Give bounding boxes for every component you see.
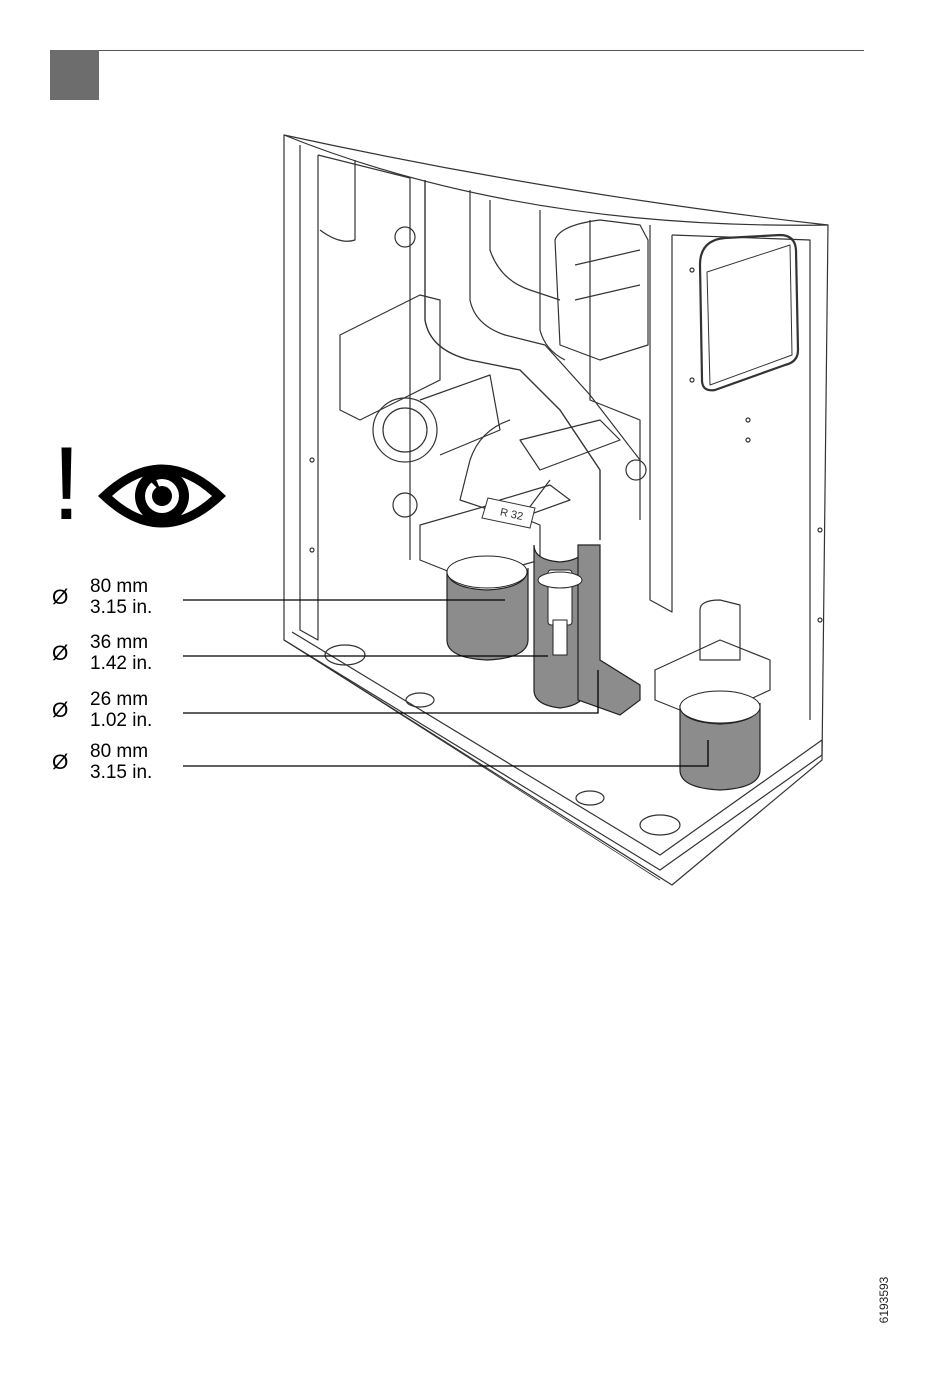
diameter-symbol: Ø [52, 586, 68, 610]
dimension-row: Ø 26 mm 1.02 in. [52, 689, 192, 733]
dimension-imperial: 3.15 in. [90, 597, 152, 618]
dimension-row: Ø 80 mm 3.15 in. [52, 576, 192, 620]
document-id: 6193593 [877, 1270, 897, 1330]
dimension-imperial: 1.02 in. [90, 710, 152, 731]
diameter-symbol: Ø [52, 751, 68, 775]
dimension-row: Ø 80 mm 3.15 in. [52, 741, 192, 785]
dimension-metric: 80 mm [90, 576, 152, 597]
dimension-metric: 36 mm [90, 632, 152, 653]
dimension-metric: 26 mm [90, 689, 152, 710]
dimension-imperial: 1.42 in. [90, 653, 152, 674]
dimension-row: Ø 36 mm 1.42 in. [52, 632, 192, 676]
diameter-symbol: Ø [52, 699, 68, 723]
dimension-metric: 80 mm [90, 741, 152, 762]
dimension-imperial: 3.15 in. [90, 762, 152, 783]
diameter-symbol: Ø [52, 642, 68, 666]
eye-icon [94, 455, 230, 537]
warning-mark: ! [52, 432, 81, 536]
